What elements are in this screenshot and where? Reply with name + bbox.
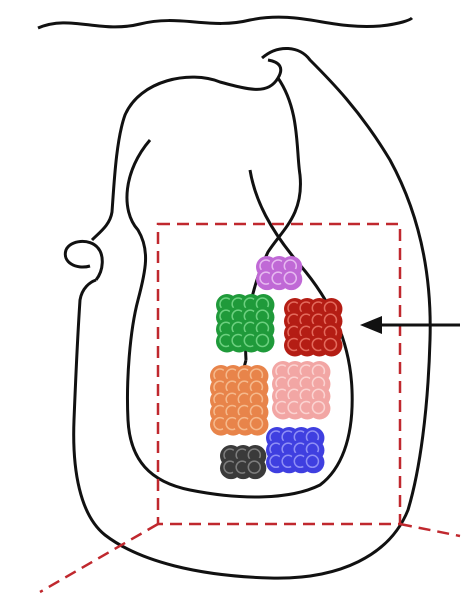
cell-clusters xyxy=(210,256,342,479)
cluster-pink xyxy=(272,361,330,419)
cluster-orange xyxy=(210,365,268,436)
cluster-green xyxy=(216,294,274,352)
cluster-purple xyxy=(256,256,302,290)
top-wavy-line xyxy=(38,17,412,28)
inner-contour xyxy=(65,60,300,420)
cluster-dark-gray xyxy=(220,445,266,479)
cluster-red xyxy=(284,298,342,356)
cluster-blue xyxy=(266,427,324,473)
zoom-leader-left xyxy=(40,524,158,592)
pointer-arrow xyxy=(360,316,460,334)
zoom-leader-right xyxy=(400,524,460,536)
